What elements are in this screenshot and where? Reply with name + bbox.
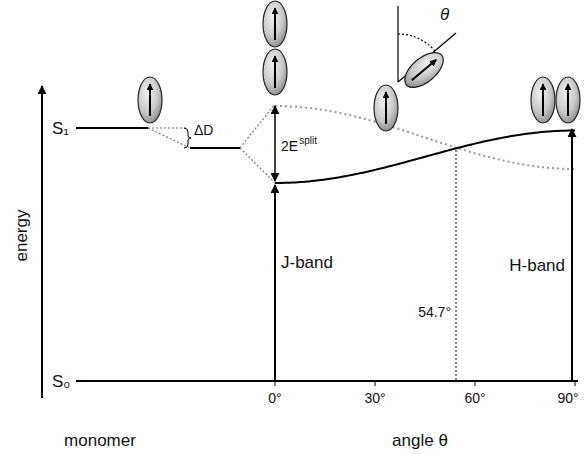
splitting-superscript: split [299,136,317,146]
tick-label: 90° [557,391,578,405]
upper-state-curve [275,106,575,169]
magic-angle-line [456,150,457,381]
shift-label: ΔD [194,123,213,137]
axis-title: monomer [64,432,136,449]
axis-title: energy [14,209,31,261]
molecule [399,46,450,94]
molecule [531,77,555,123]
angle-label: 54.7° [418,305,451,319]
state-label: S₁ [52,120,69,137]
tick-label: 60° [464,391,485,405]
molecule [263,1,287,47]
molecules [138,1,580,131]
splitting-label: 2E [281,139,298,153]
energy-axis [41,86,43,398]
ground-state-line [76,380,578,382]
lower-state-curve [275,131,575,184]
monomer-level [76,127,148,129]
molecule [263,49,287,95]
band-label: J-band [281,254,333,271]
band-label: H-band [509,257,565,274]
state-label: S₀ [52,373,70,390]
axis-title: angle θ [392,432,448,449]
shift-brace [184,128,191,148]
tick-label: 30° [364,391,385,405]
splitting-arrow [274,106,276,181]
dimer-level [190,147,240,149]
j-band-arrow [274,185,276,381]
angle-ticks [275,381,575,386]
molecule [556,77,580,123]
tick-label: 0° [268,391,281,405]
shift-guides [148,104,275,183]
molecule [374,85,398,131]
h-band-arrow [571,129,573,381]
angle-symbol: θ [440,6,449,23]
molecule [138,77,162,123]
